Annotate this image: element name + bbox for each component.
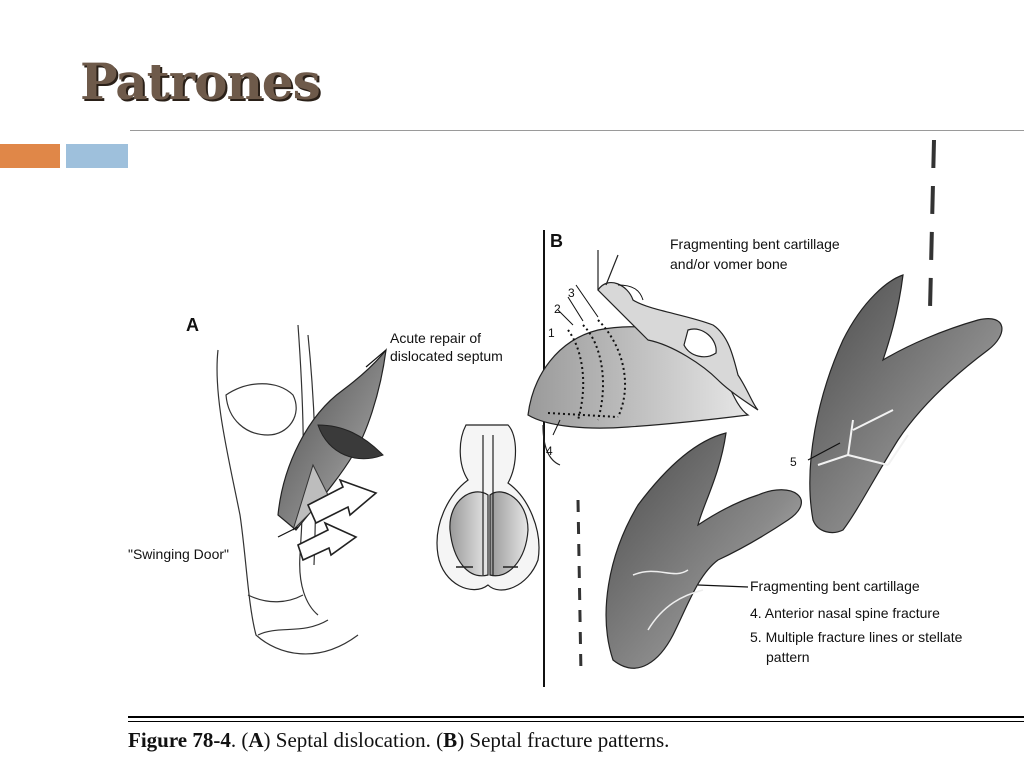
swinging-door-label: "Swinging Door" [128,546,229,562]
number-5-pointer [807,442,841,461]
legend-item-5-line2: pattern [766,649,810,665]
title-divider [130,130,1024,131]
fracture-number-5: 5 [790,455,797,469]
acute-repair-label-line2: dislocated septum [390,348,503,364]
fracture-number-4: 4 [546,444,553,458]
legend-item-5-line1: 5. Multiple fracture lines or stellate [750,629,963,645]
caption-b-text: ) Septal fracture patterns. [457,728,670,752]
panel-b-number-pointers [552,284,644,436]
accent-bar-orange [0,144,60,168]
fragmenting-bent-label: Fragmenting bent cartillage [750,578,920,594]
caption-a-text: ) Septal dislocation. ( [263,728,444,752]
caption-figure-number: Figure 78-4 [128,728,231,752]
panel-b-dashed-column-right [928,139,936,311]
legend-item-4: 4. Anterior nasal spine fracture [750,605,940,621]
fragmenting-top-label-line1: Fragmenting bent cartillage [670,236,840,252]
caption-rule-bottom [128,721,1024,722]
caption-b-letter: B [443,728,458,752]
panel-a-septum [277,347,387,531]
swinging-door-pointer [277,526,299,538]
nose-tip-illustration [436,424,540,591]
panel-a-letter: A [186,315,199,335]
panel-b-lower-septum [605,432,802,669]
caption-rule-top [128,716,1024,718]
panel-a-arrows [297,478,378,562]
figure-illustration: A Acute repair of dislocated septum "Swi… [128,139,1003,687]
fragmenting-bent-pointer [697,584,749,588]
panel-b-letter: B [550,231,563,251]
fracture-number-2: 2 [554,302,561,316]
fragmenting-top-label-line2: and/or vomer bone [670,256,788,272]
panel-b-dashed-column-left [576,499,583,676]
panel-b-stellate-septum [809,274,1003,534]
acute-repair-label-line1: Acute repair of [390,330,481,346]
fracture-number-1: 1 [548,326,555,340]
acute-repair-pointer [365,349,387,368]
panel-b-fracture-lines-dotted [547,319,626,421]
slide-title: Patrones [80,52,321,111]
fracture-number-3: 3 [568,286,575,300]
caption-a-letter: A [248,728,264,752]
figure-caption: Figure 78-4. (A) Septal dislocation. (B)… [128,728,669,753]
panel-b-profile [527,250,759,466]
figure-septal-patterns: A Acute repair of dislocated septum "Swi… [128,135,1024,715]
accent-bar-blue [66,144,128,168]
caption-sep: . ( [230,728,249,752]
